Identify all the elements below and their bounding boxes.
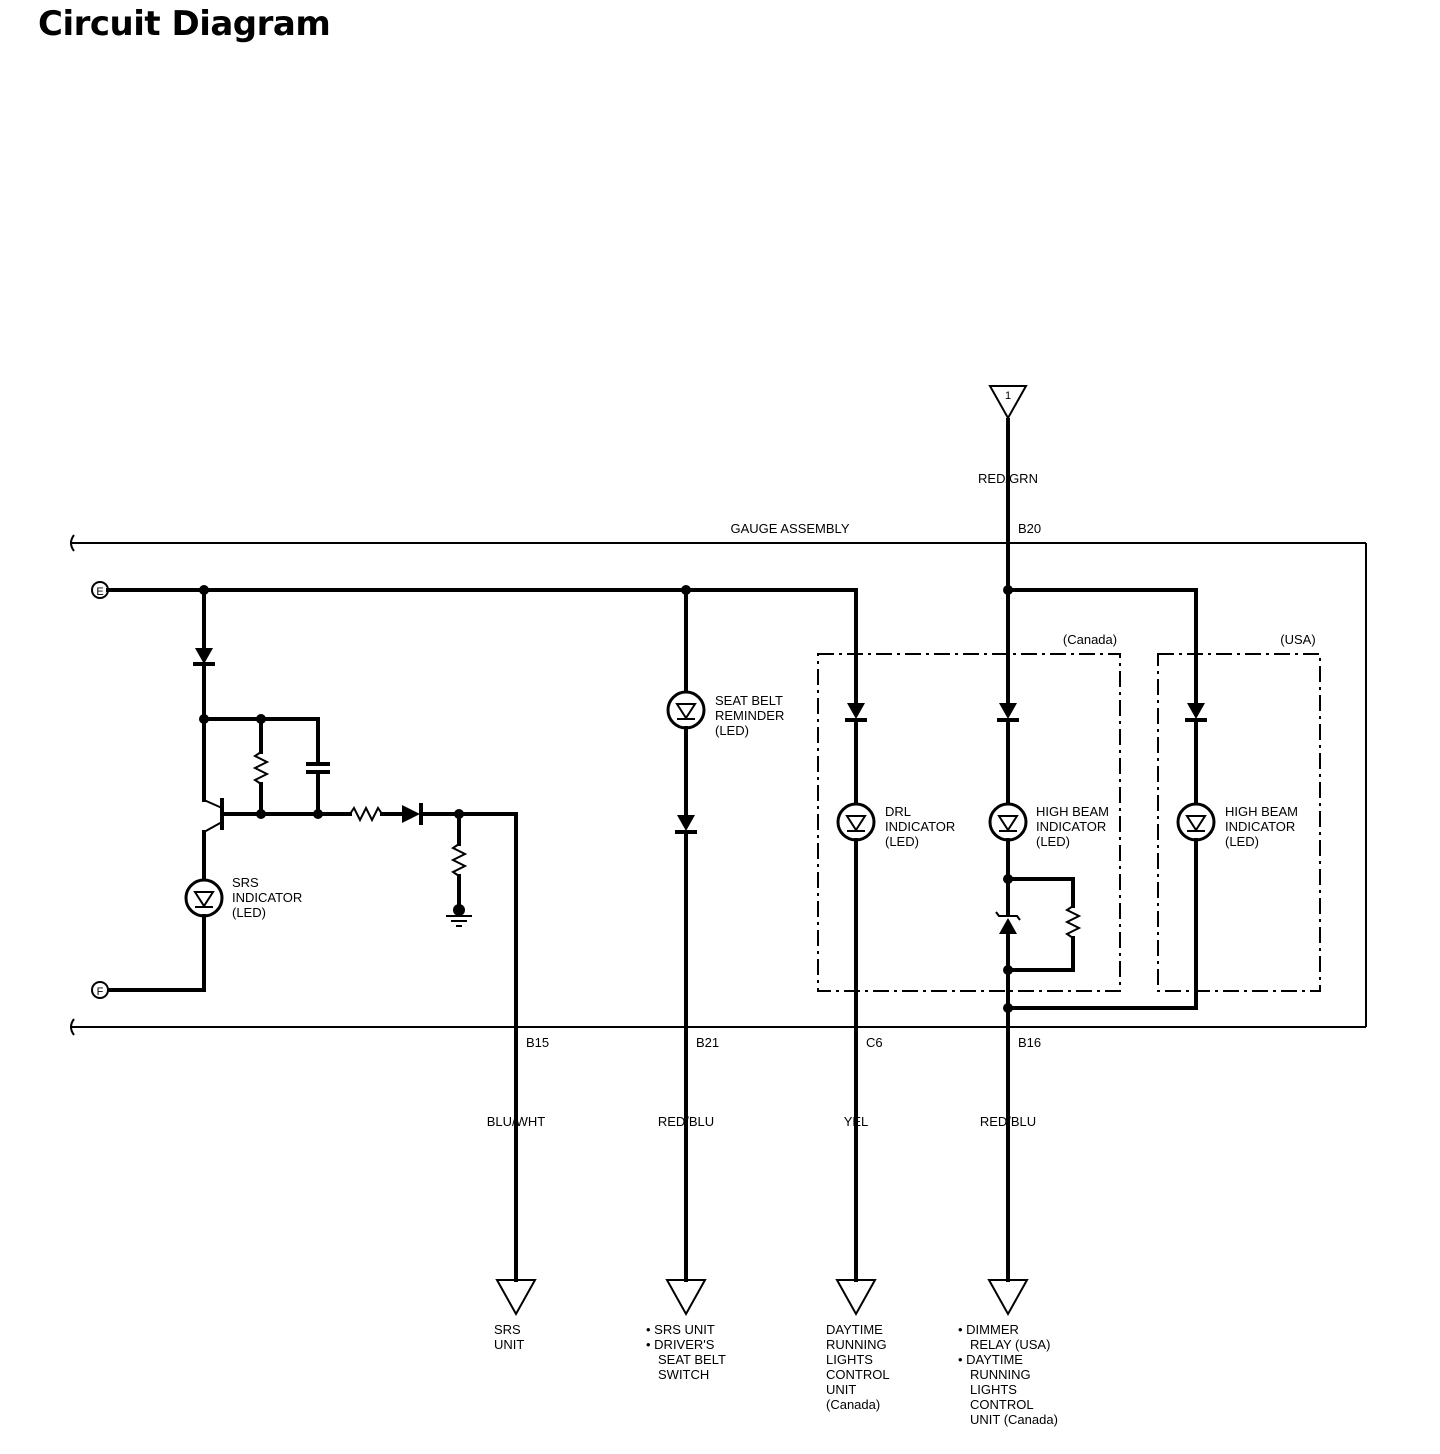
canada-label: (Canada) <box>1063 632 1117 647</box>
b16-dest-line6: CONTROL <box>970 1397 1034 1412</box>
resistor-icon <box>252 751 270 785</box>
wire-color-b16: RED/BLU <box>980 1114 1036 1129</box>
connector-e-label: E <box>96 586 103 598</box>
diode-icon <box>677 815 695 831</box>
wire-color-c6: YEL <box>844 1114 869 1129</box>
wire-color-b21: RED/BLU <box>658 1114 714 1129</box>
terminal-b16: B16 <box>1018 1035 1041 1050</box>
b16-dest-line3: • DAYTIME <box>958 1352 1023 1367</box>
drl-unit-arrow-icon <box>835 1279 877 1317</box>
resistor-icon <box>349 805 383 823</box>
wire-color-top: RED/GRN <box>978 471 1038 486</box>
c6-dest-line4: CONTROL <box>826 1367 890 1382</box>
srs-unit-line2: UNIT <box>494 1337 524 1352</box>
diode-icon <box>1187 703 1205 719</box>
srs-led-icon <box>184 878 224 918</box>
diode-icon <box>999 703 1017 719</box>
srs-indicator-line1: SRS <box>232 875 259 890</box>
high-beam-usa-line2: INDICATOR <box>1225 819 1295 834</box>
gauge-assembly-box <box>70 534 1367 1036</box>
wire-color-b15: BLU/WHT <box>487 1114 546 1129</box>
c6-dest-line1: DAYTIME <box>826 1322 883 1337</box>
resistor-icon <box>450 843 468 877</box>
diode-icon <box>402 805 420 823</box>
high-beam-canada-line3: (LED) <box>1036 834 1070 849</box>
terminal-b20: B20 <box>1018 521 1041 536</box>
usa-option-box <box>1157 653 1321 992</box>
b16-dest-line1: • DIMMER <box>958 1322 1019 1337</box>
b21-dest-line2: • DRIVER'S <box>646 1337 715 1352</box>
top-connector-number: 1 <box>1005 390 1011 402</box>
seat-belt-led-icon <box>666 690 706 730</box>
gauge-assembly-label: GAUGE ASSEMBLY <box>731 521 850 536</box>
drl-line3: (LED) <box>885 834 919 849</box>
c6-dest-line2: RUNNING <box>826 1337 887 1352</box>
high-beam-usa-led-icon <box>1176 802 1216 842</box>
drl-led-icon <box>836 802 876 842</box>
b16-dest-line5: LIGHTS <box>970 1382 1017 1397</box>
b16-dest-line7: UNIT (Canada) <box>970 1412 1058 1427</box>
srs-unit-arrow-icon <box>495 1279 537 1317</box>
c6-dest-line5: UNIT <box>826 1382 856 1397</box>
high-beam-canada-line1: HIGH BEAM <box>1036 804 1109 819</box>
c6-dest-line6: (Canada) <box>826 1397 880 1412</box>
high-beam-usa-line3: (LED) <box>1225 834 1259 849</box>
page-title: Circuit Diagram <box>38 4 331 44</box>
b21-dest-line4: SWITCH <box>658 1367 709 1382</box>
high-beam-canada-led-icon <box>988 802 1028 842</box>
seat-belt-line1: SEAT BELT <box>715 693 783 708</box>
usa-label: (USA) <box>1280 632 1315 647</box>
connector-f-icon <box>91 981 109 999</box>
srs-indicator-line3: (LED) <box>232 905 266 920</box>
zener-diode-icon <box>999 918 1017 934</box>
srs-unit-line1: SRS <box>494 1322 521 1337</box>
terminal-b15: B15 <box>526 1035 549 1050</box>
terminal-c6: C6 <box>866 1035 883 1050</box>
b21-dest-line1: • SRS UNIT <box>646 1322 715 1337</box>
connector-f-label: F <box>97 986 104 998</box>
c6-dest-line3: LIGHTS <box>826 1352 873 1367</box>
high-beam-canada-line2: INDICATOR <box>1036 819 1106 834</box>
resistor-icon <box>1064 905 1082 939</box>
b16-dest-line4: RUNNING <box>970 1367 1031 1382</box>
dimmer-relay-arrow-icon <box>987 1279 1029 1317</box>
seat-belt-line2: REMINDER <box>715 708 784 723</box>
diode-icon <box>195 648 213 664</box>
diode-icon <box>847 703 865 719</box>
drl-line2: INDICATOR <box>885 819 955 834</box>
seat-belt-line3: (LED) <box>715 723 749 738</box>
b21-dest-line3: SEAT BELT <box>658 1352 726 1367</box>
canada-option-box <box>817 653 1121 992</box>
top-connector-icon <box>988 385 1028 421</box>
terminal-b21: B21 <box>696 1035 719 1050</box>
high-beam-usa-line1: HIGH BEAM <box>1225 804 1298 819</box>
drl-line1: DRL <box>885 804 911 819</box>
srs-indicator-line2: INDICATOR <box>232 890 302 905</box>
b16-dest-line2: RELAY (USA) <box>970 1337 1050 1352</box>
ground-icon <box>446 915 472 927</box>
seat-belt-arrow-icon <box>665 1279 707 1317</box>
